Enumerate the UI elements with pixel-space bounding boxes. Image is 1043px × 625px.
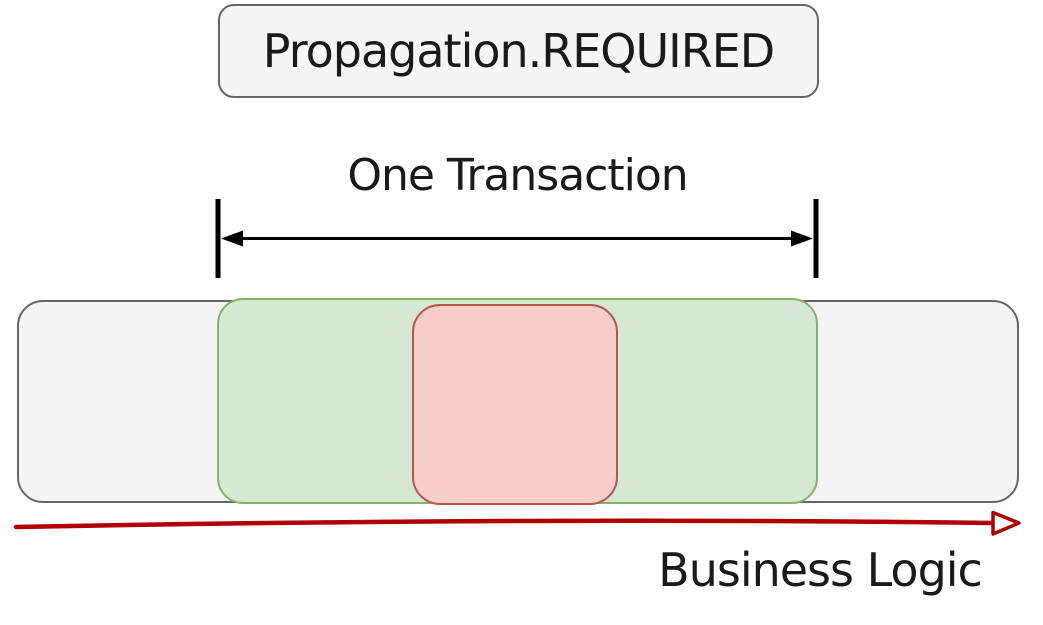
flow-arrow-line — [13, 518, 996, 530]
nested-method-block — [412, 304, 618, 505]
dimension-right-arrowhead-icon — [791, 230, 813, 247]
business-logic-label: Business Logic — [658, 543, 983, 597]
dimension-left-arrowhead-icon — [221, 230, 243, 247]
flow-arrowhead-icon — [991, 510, 1021, 536]
one-transaction-label: One Transaction — [347, 150, 688, 201]
dimension-left-tick — [215, 199, 221, 278]
title-label: Propagation.REQUIRED — [262, 24, 775, 78]
one-transaction-dimension-arrow — [215, 199, 819, 278]
dimension-right-tick — [813, 199, 819, 278]
business-logic-flow-arrow — [13, 510, 1021, 536]
title-box: Propagation.REQUIRED — [218, 4, 819, 98]
